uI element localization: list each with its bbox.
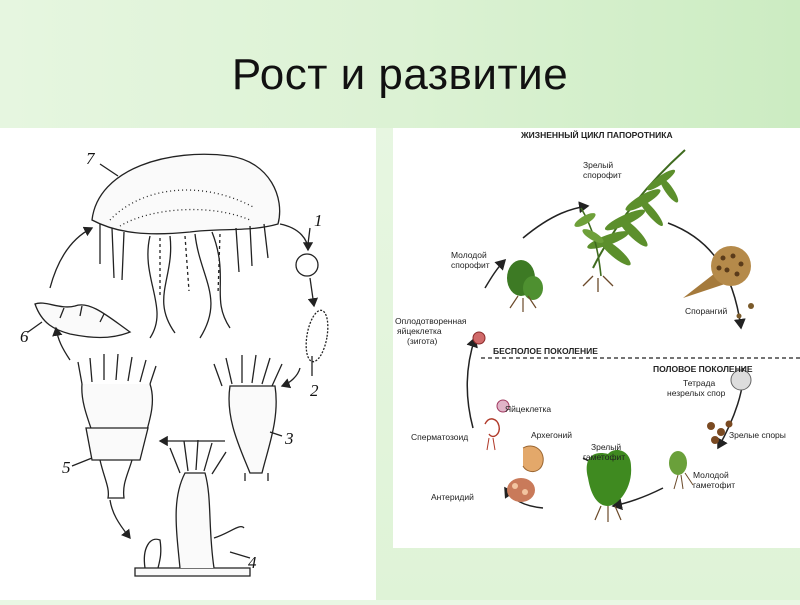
label-mature-gametophyte-2: гаметофит — [583, 452, 625, 462]
archegonium-image — [523, 446, 543, 472]
label-mature-sporophyte-1: Зрелый — [583, 160, 613, 170]
label-egg-cell: Яйцеклетка — [505, 404, 551, 414]
fern-cycle-panel: ЖИЗНЕННЫЙ ЦИКЛ ПАПОРОТНИКА — [393, 128, 800, 548]
page-title: Рост и развитие — [0, 50, 800, 100]
fern-cycle-title: ЖИЗНЕННЫЙ ЦИКЛ ПАПОРОТНИКА — [520, 129, 673, 140]
stage-label-6: 6 — [20, 327, 29, 346]
fern-cycle-diagram: ЖИЗНЕННЫЙ ЦИКЛ ПАПОРОТНИКА — [393, 128, 800, 548]
antheridium-image — [507, 478, 535, 502]
stage-label-5: 5 — [62, 458, 71, 477]
label-fertilized-egg-1: Оплодотворенная — [395, 316, 467, 326]
young-sporophyte-image — [507, 260, 543, 312]
strobila-colony — [135, 440, 250, 576]
label-tetrad-1: Тетрада — [683, 378, 715, 388]
stage-label-7: 7 — [86, 149, 96, 168]
label-mature-spores: Зрелые споры — [729, 430, 786, 440]
label-young-gametophyte-2: гаметофит — [693, 480, 735, 490]
label-sperm: Сперматозоид — [411, 432, 468, 442]
sperm-image — [485, 419, 499, 450]
stage-label-3: 3 — [284, 429, 294, 448]
stage-label-4: 4 — [248, 553, 257, 572]
ephyra-free — [35, 303, 130, 337]
polyp-stage — [214, 355, 282, 481]
stage-label-1: 1 — [314, 211, 323, 230]
egg-stage — [296, 254, 318, 276]
zygote-image — [473, 332, 485, 344]
planula-larva — [303, 309, 332, 364]
label-archegonium: Архегоний — [531, 430, 572, 440]
label-young-gametophyte-1: Молодой — [693, 470, 729, 480]
ephyra-stage-5 — [78, 354, 156, 498]
label-sexual-generation: ПОЛОВОЕ ПОКОЛЕНИЕ — [653, 364, 753, 374]
label-sporangium: Спорангий — [685, 306, 727, 316]
label-fertilized-egg-2: яйцеклетка — [397, 326, 442, 336]
jellyfish-cycle-diagram: 7 1 2 3 4 5 6 — [0, 128, 376, 600]
jellyfish-cycle-panel: 7 1 2 3 4 5 6 — [0, 128, 376, 600]
label-young-sporophyte-1: Молодой — [451, 250, 487, 260]
label-asexual-generation: БЕСПОЛОЕ ПОКОЛЕНИЕ — [493, 346, 598, 356]
label-mature-sporophyte-2: спорофит — [583, 170, 622, 180]
label-antheridium: Антеридий — [431, 492, 474, 502]
young-gametophyte-image — [669, 451, 693, 489]
label-young-sporophyte-2: спорофит — [451, 260, 490, 270]
label-mature-gametophyte-1: Зрелый — [591, 442, 621, 452]
label-fertilized-egg-3: (зигота) — [407, 336, 437, 346]
label-tetrad-2: незрелых спор — [667, 388, 726, 398]
adult-medusa — [92, 154, 280, 338]
stage-label-2: 2 — [310, 381, 319, 400]
